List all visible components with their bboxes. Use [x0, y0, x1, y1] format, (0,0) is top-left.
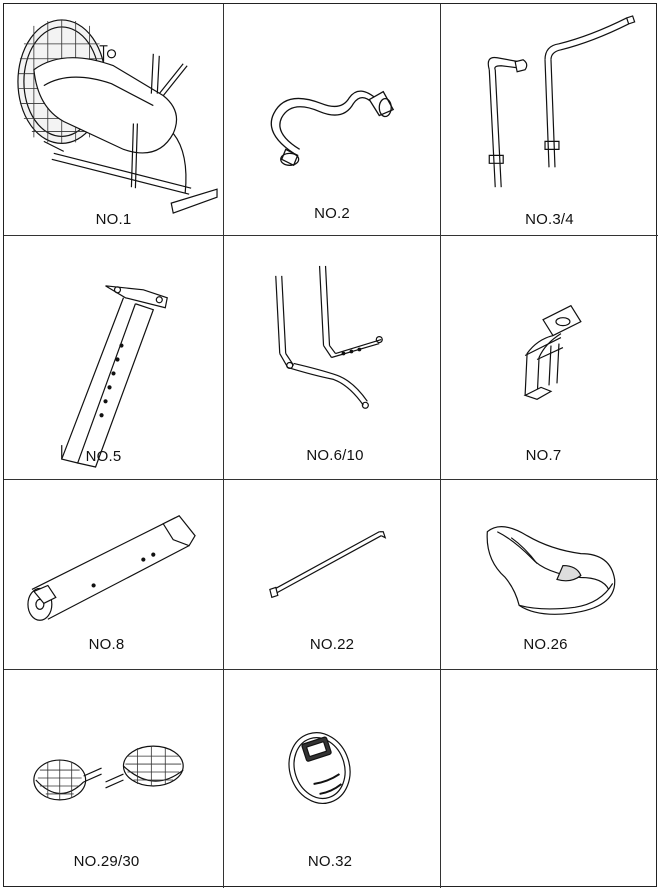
part-label: NO.22 — [309, 636, 355, 653]
part-label: NO.5 — [85, 448, 122, 465]
arm-links-pair-icon — [224, 236, 440, 479]
parts-grid: NO.1 NO.2 NO.3/4 — [3, 3, 658, 888]
part-cell-7: NO.8 — [4, 480, 224, 670]
part-cell-10: NO.29/30 — [4, 670, 224, 888]
part-label: NO.6/10 — [306, 447, 364, 464]
part-label: NO.26 — [523, 636, 568, 653]
console-icon — [224, 670, 440, 888]
part-label: NO.3/4 — [525, 211, 574, 228]
arm-handlebars-pair-icon — [441, 4, 658, 235]
part-cell-12-empty — [441, 670, 658, 888]
axle-rod-icon — [224, 480, 440, 669]
part-cell-1: NO.1 — [4, 4, 224, 236]
part-label: NO.32 — [307, 853, 353, 870]
air-bike-frame-icon — [4, 4, 223, 235]
part-cell-4: NO.5 — [4, 236, 224, 480]
part-cell-8: NO.22 — [224, 480, 441, 670]
saddle-icon — [441, 480, 658, 669]
part-cell-9: NO.26 — [441, 480, 658, 670]
seat-slider-bracket-icon — [441, 236, 658, 479]
part-cell-11: NO.32 — [224, 670, 441, 888]
part-label: NO.7 — [525, 447, 562, 464]
part-cell-6: NO.7 — [441, 236, 658, 480]
pedals-pair-icon — [4, 670, 223, 888]
seat-post-icon — [4, 236, 223, 479]
stabilizer-tube-icon — [4, 480, 223, 669]
part-label: NO.1 — [95, 211, 132, 228]
part-cell-5: NO.6/10 — [224, 236, 441, 480]
part-cell-3: NO.3/4 — [441, 4, 658, 236]
part-label: NO.2 — [314, 205, 350, 222]
part-label: NO.8 — [88, 636, 125, 653]
curved-handlebar-icon — [224, 4, 440, 235]
part-cell-2: NO.2 — [224, 4, 441, 236]
part-label: NO.29/30 — [73, 853, 140, 870]
